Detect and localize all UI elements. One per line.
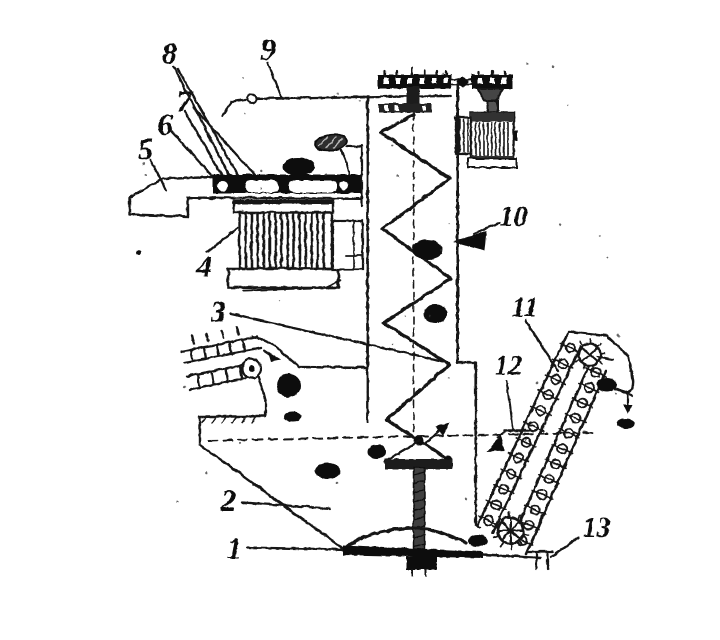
svg-text:7: 7 bbox=[176, 83, 193, 118]
svg-text:5: 5 bbox=[137, 131, 153, 166]
svg-text:3: 3 bbox=[209, 293, 226, 328]
svg-text:12: 12 bbox=[494, 350, 522, 381]
svg-text:13: 13 bbox=[582, 512, 610, 543]
svg-text:10: 10 bbox=[499, 201, 527, 232]
svg-text:11: 11 bbox=[511, 292, 537, 323]
svg-text:2: 2 bbox=[219, 482, 236, 517]
svg-text:1: 1 bbox=[226, 530, 242, 565]
svg-text:9: 9 bbox=[260, 31, 276, 66]
svg-text:8: 8 bbox=[161, 35, 177, 70]
svg-text:6: 6 bbox=[157, 106, 173, 141]
svg-text:4: 4 bbox=[195, 248, 212, 283]
